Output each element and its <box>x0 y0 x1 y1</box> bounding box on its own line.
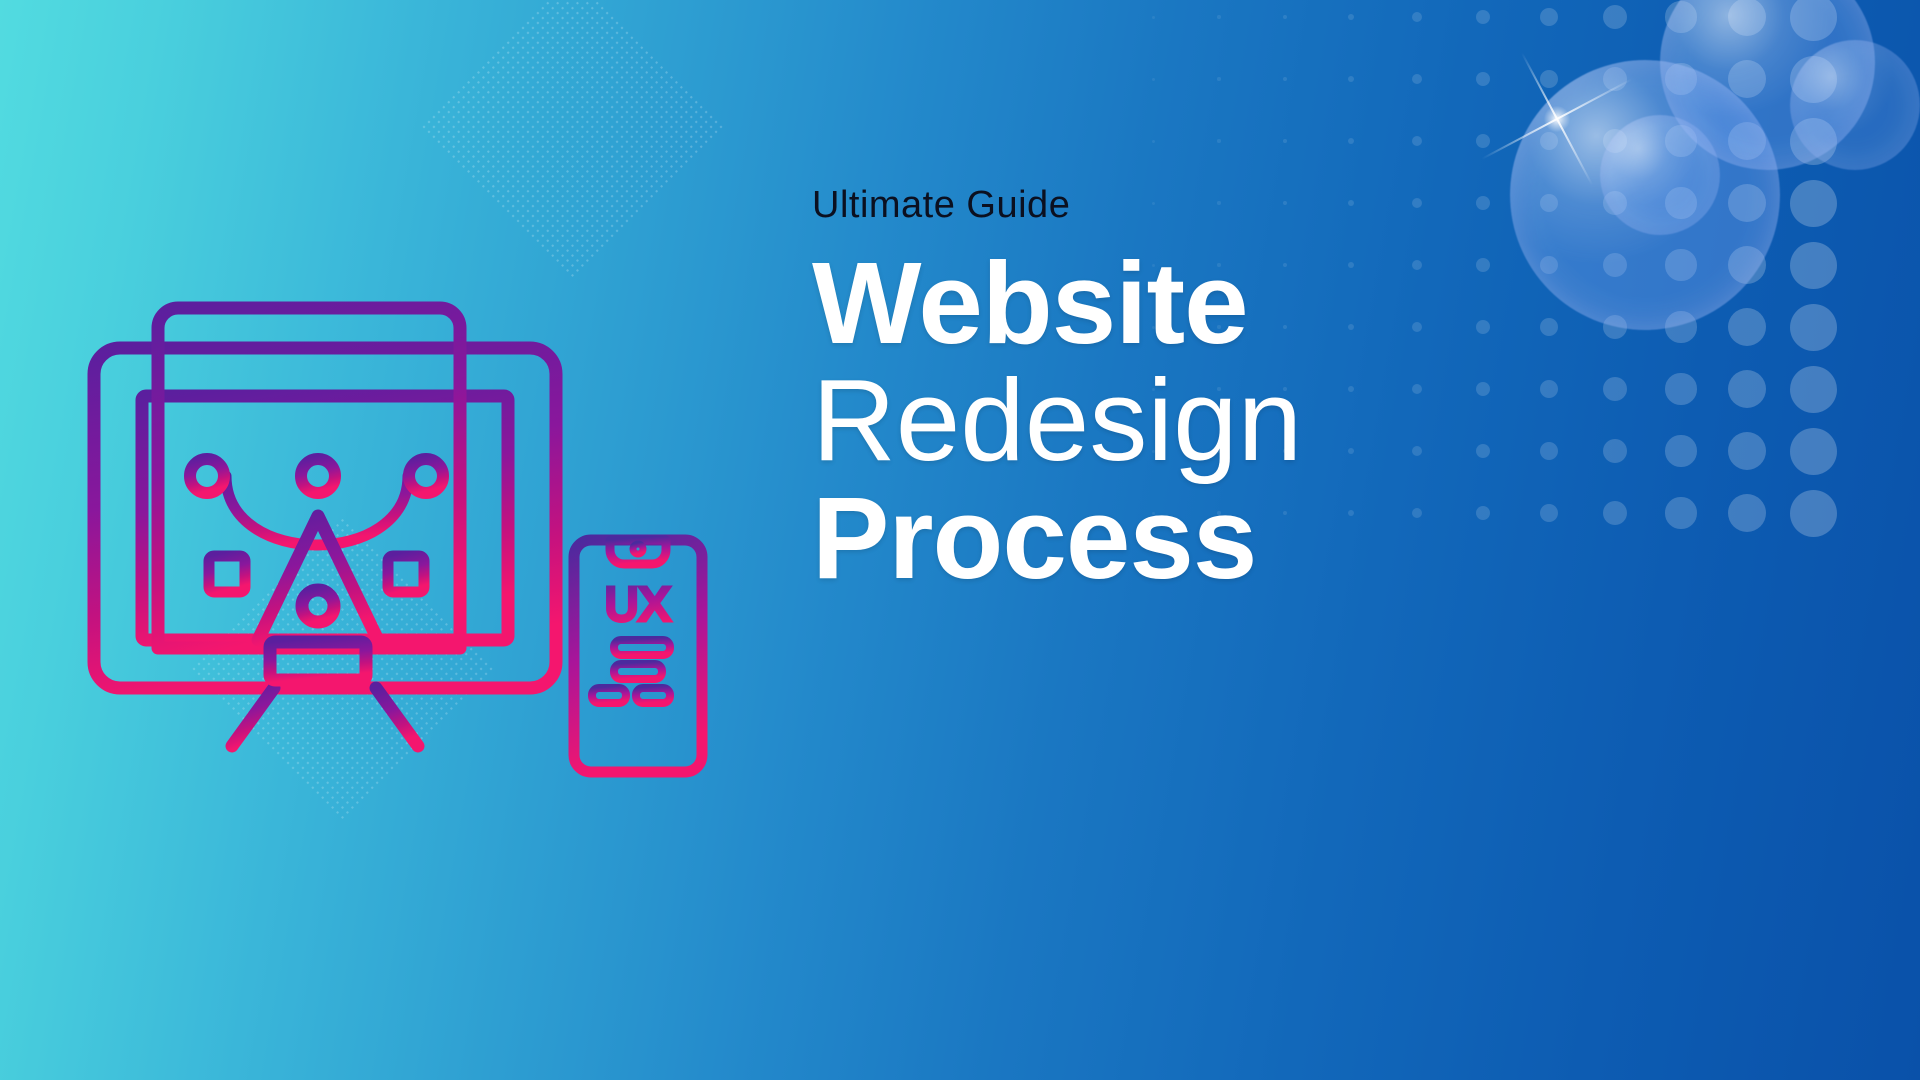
halftone-dot <box>1539 441 1559 461</box>
dotted-diamond-top-icon <box>420 0 725 278</box>
halftone-dot <box>1539 7 1559 27</box>
halftone-dot <box>1665 497 1697 529</box>
headline-line-2: Redesign <box>812 355 1303 486</box>
halftone-dot <box>1539 503 1559 523</box>
website-redesign-illustration: UX <box>78 268 728 788</box>
eyebrow-label: Ultimate Guide <box>812 184 1071 226</box>
halftone-dot <box>1539 69 1559 89</box>
halftone-dot <box>1151 139 1155 143</box>
halftone-dot <box>1217 139 1221 143</box>
halftone-dot <box>1539 193 1559 213</box>
bezier-curve-path <box>220 470 414 551</box>
bezier-anchor-point-right <box>403 453 449 499</box>
halftone-dot <box>1727 59 1767 99</box>
halftone-dot <box>1411 11 1422 22</box>
soap-bubble-small-icon <box>1600 115 1720 235</box>
mobile-phone-notch <box>605 535 671 569</box>
wireframe-bar-3 <box>588 684 630 707</box>
halftone-dot <box>1727 0 1767 37</box>
bezier-handle-square-right <box>382 550 430 598</box>
halftone-dot <box>1282 138 1288 144</box>
headline-line-3: Process <box>812 472 1257 603</box>
mobile-phone-camera <box>629 540 647 558</box>
monitor-stand-neck <box>225 681 281 753</box>
halftone-dot <box>1217 15 1221 19</box>
halftone-dot <box>1602 4 1628 30</box>
halftone-dot <box>1665 63 1697 95</box>
headline-text-block: Ultimate Guide Website Redesign Process <box>812 184 1512 603</box>
soap-bubble-tiny-icon <box>1790 40 1920 170</box>
halftone-dot <box>1665 187 1697 219</box>
halftone-dot <box>1539 131 1559 151</box>
halftone-dot <box>1602 438 1628 464</box>
halftone-dot <box>1347 75 1355 83</box>
halftone-dot <box>1789 0 1837 41</box>
wireframe-bar-4 <box>632 684 674 707</box>
halftone-dot <box>1665 125 1697 157</box>
halftone-dot <box>1789 303 1837 351</box>
halftone-dot <box>1665 1 1697 33</box>
wireframe-bar-2 <box>610 660 666 683</box>
halftone-dot <box>1151 77 1155 81</box>
halftone-dot <box>1727 431 1767 471</box>
pen-tool-nib-base <box>263 635 373 687</box>
halftone-dot <box>1151 15 1155 19</box>
halftone-dot <box>1602 128 1628 154</box>
halftone-dot <box>1727 369 1767 409</box>
monitor-outer-frame <box>87 341 563 695</box>
halftone-dot <box>1476 134 1490 148</box>
halftone-dot <box>1727 245 1767 285</box>
halftone-dot <box>1347 137 1355 145</box>
halftone-dot <box>1789 365 1837 413</box>
halftone-dot <box>1727 307 1767 347</box>
wireframe-bar-1 <box>610 636 674 659</box>
halftone-dot <box>1282 76 1288 82</box>
halftone-dot <box>1602 500 1628 526</box>
soap-bubble-large-icon <box>1510 60 1780 330</box>
bezier-anchor-point-center <box>295 453 341 499</box>
halftone-dot <box>1665 435 1697 467</box>
halftone-dot <box>1602 376 1628 402</box>
halftone-dot <box>1789 241 1837 289</box>
sparkle-star-icon <box>1544 106 1570 132</box>
halftone-dot <box>1476 10 1490 24</box>
halftone-dot <box>1665 311 1697 343</box>
halftone-dot <box>1539 379 1559 399</box>
halftone-dot <box>1347 13 1355 21</box>
halftone-dot <box>1602 190 1628 216</box>
monitor-stand-neck-right <box>369 681 425 753</box>
halftone-dot <box>1789 179 1837 227</box>
halftone-dot <box>1727 493 1767 533</box>
halftone-dot <box>1411 135 1422 146</box>
halftone-dot <box>1665 249 1697 281</box>
halftone-dot <box>1789 55 1837 103</box>
halftone-dot <box>1602 252 1628 278</box>
halftone-dot <box>1789 489 1837 537</box>
halftone-dot <box>1789 427 1837 475</box>
halftone-dot <box>1411 73 1422 84</box>
halftone-dot <box>1282 14 1288 20</box>
pen-tool-nib-hole <box>295 583 341 629</box>
halftone-dot <box>1665 373 1697 405</box>
bezier-anchor-point-left <box>184 453 230 499</box>
halftone-dot <box>1789 117 1837 165</box>
halftone-dot <box>1727 121 1767 161</box>
halftone-dot <box>1476 72 1490 86</box>
halftone-dot <box>1539 317 1559 337</box>
bezier-handle-square-left <box>203 550 251 598</box>
halftone-dot <box>1539 255 1559 275</box>
monitor-canvas-panel <box>151 301 467 655</box>
phone-ux-label: UX <box>605 578 671 630</box>
halftone-dot <box>1727 183 1767 223</box>
headline-line-1: Website <box>812 238 1249 368</box>
halftone-dot <box>1602 314 1628 340</box>
halftone-dot <box>1217 77 1221 81</box>
halftone-dot <box>1602 66 1628 92</box>
soap-bubble-medium-icon <box>1660 0 1875 170</box>
